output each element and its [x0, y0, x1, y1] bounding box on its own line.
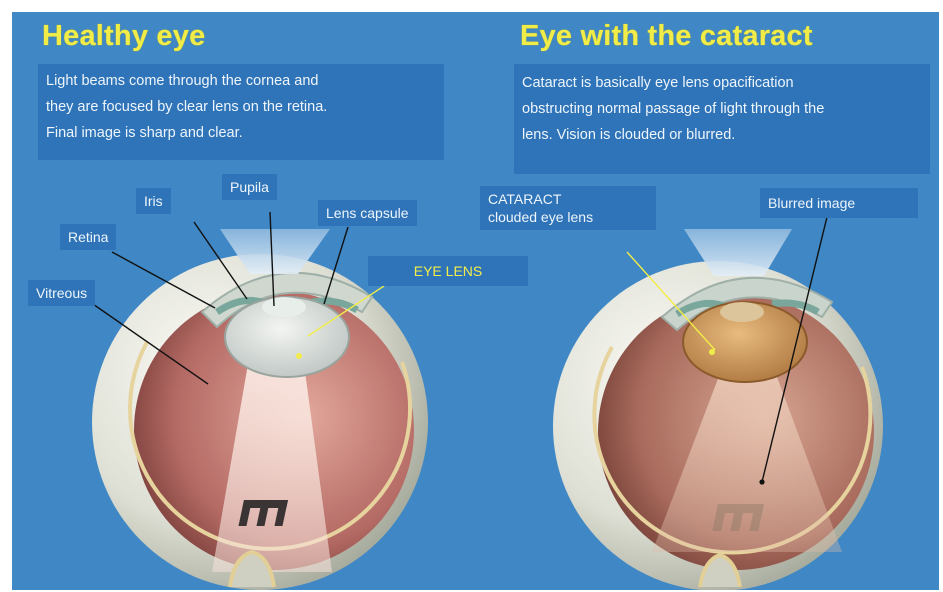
label-pupila: Pupila	[222, 174, 277, 200]
label-eye-lens: EYE LENS	[368, 256, 528, 286]
healthy-description-text: Light beams come through the cornea and …	[46, 68, 436, 146]
label-iris: Iris	[136, 188, 171, 214]
cataract-eye-description: Cataract is basically eye lens opacifica…	[514, 64, 930, 174]
label-vitreous: Vitreous	[28, 280, 95, 306]
label-blurred-image: Blurred image	[760, 188, 918, 218]
cataract-retina-image	[712, 504, 764, 531]
label-retina: Retina	[60, 224, 116, 250]
healthy-retina-image	[238, 500, 288, 526]
cataract-description-text: Cataract is basically eye lens opacifica…	[522, 70, 922, 148]
label-cataract-clouded-lens: CATARACT clouded eye lens	[480, 186, 656, 230]
label-lens-capsule: Lens capsule	[318, 200, 417, 226]
healthy-eye-title: Healthy eye	[42, 20, 205, 53]
cataract-eye-title: Eye with the cataract	[520, 20, 813, 53]
cataract-eye-illustration	[553, 217, 883, 590]
healthy-eye-description: Light beams come through the cornea and …	[38, 64, 444, 160]
diagram-frame: Healthy eye Eye with the cataract Light …	[12, 12, 939, 590]
